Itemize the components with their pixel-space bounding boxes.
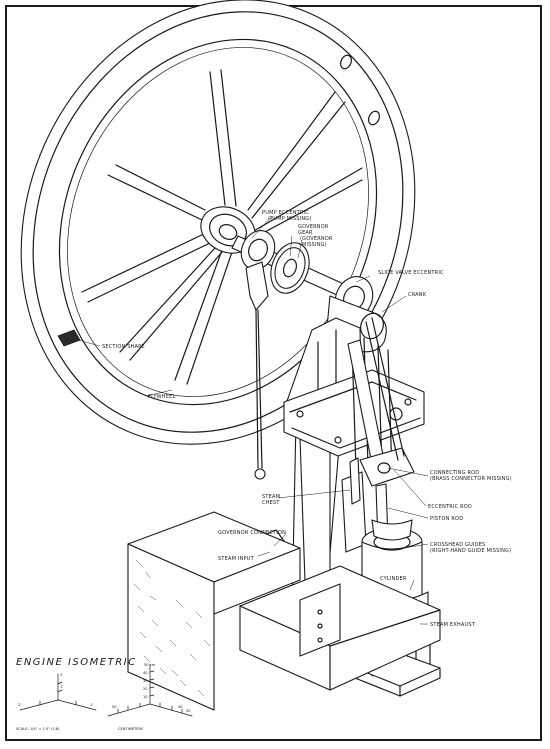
label-piston-rod: PISTON ROD [430,516,463,522]
label-governor-sub: (GOVERNOR [300,236,333,242]
label-cylinder: CYLINDER [380,576,407,582]
base-platform [127,511,441,711]
axis-label-mid: 1' [60,685,63,689]
label-eccentric-rod: ECCENTRIC ROD [428,504,472,510]
cm-tick-x50: 50 [112,705,117,709]
cm-tick-x40: 40 [178,705,183,709]
scale-note: SCALE: 1/4" = 1'4" (1:8) [16,727,60,731]
label-crosshead-guides: CROSSHEAD GUIDES [430,542,485,548]
cm-tick-50: 50 cm [144,663,156,667]
label-section-shape: SECTION SHAPE [102,344,145,350]
axes-feet: 2' 1' 2' 1' [18,673,97,711]
axis-label-top: 2' [60,673,63,677]
label-connecting-rod-sub: (BRASS CONNECTOR MISSING) [430,476,512,482]
cm-tick-30: 30 [143,679,148,683]
cm-tick-20: 20 [143,687,148,691]
label-governor-sub-2: MISSING) [302,242,327,248]
label-pump-eccentric-sub: (PUMP MISSING) [268,216,312,222]
label-steam: STEAM [262,494,280,500]
label-crank: CRANK [408,292,427,298]
leader-lines [77,215,429,625]
label-connecting-rod: CONNECTING ROD [430,470,479,476]
cm-tick-40: 40 [143,671,148,675]
label-crosshead-sub: (RIGHT-HAND GUIDE MISSING) [430,548,511,554]
callout-labels: PUMP ECCENTRIC (PUMP MISSING) GOVERNOR G… [102,210,512,628]
title-block: ENGINE ISOMETRIC 2' 1' 2' 1' [16,657,193,731]
label-steam-input: STEAM INPUT [218,556,255,562]
label-chest: CHEST [262,500,280,506]
drawing-title: ENGINE ISOMETRIC [16,657,137,668]
units-note: CENTIMETERS [118,727,144,731]
label-flywheel: FLYWHEEL [148,394,175,400]
label-slide-valve-eccentric: SLIDE VALVE ECCENTRIC [378,270,444,276]
axis-label-left: 2' [18,703,21,707]
label-governor-gear: GEAR [298,230,313,236]
engine-frame [251,317,425,613]
label-steam-exhaust: STEAM EXHAUST [430,622,476,628]
cm-tick-10: 10 [143,695,148,699]
axis-label-right: 1' [90,703,93,707]
axes-centimeters: 50 cm 40 30 20 10 50 40 30 [107,663,193,717]
label-governor: GOVERNOR [298,224,329,230]
cm-tick-x30: 30 [186,709,191,713]
label-governor-connection: GOVERNOR CONNECTION [218,530,286,536]
label-pump-eccentric: PUMP ECCENTRIC [262,210,309,216]
